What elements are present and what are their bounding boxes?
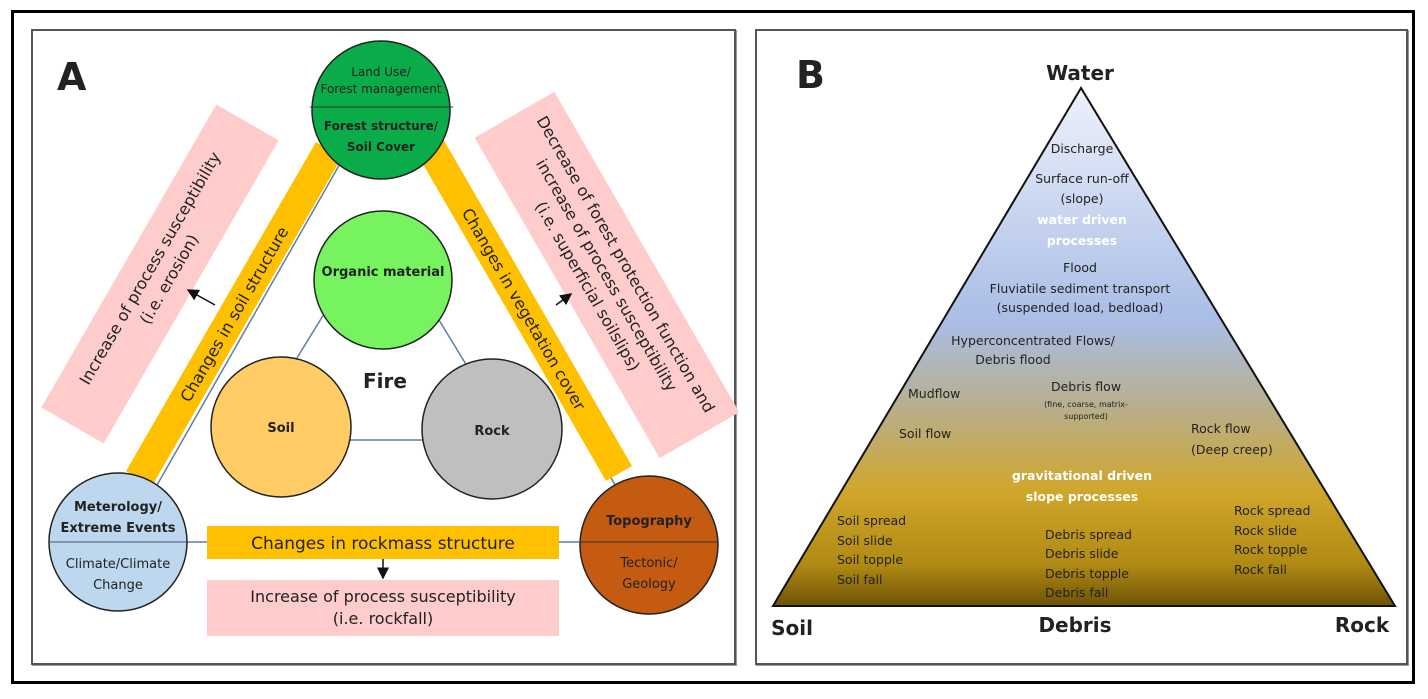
diagram-text: Forest structure/ (324, 119, 439, 133)
node-shape (313, 210, 453, 350)
diagram-text: Changes in rockmass structure (251, 534, 515, 554)
diagram-text: Tectonic/ (619, 556, 678, 571)
panel-b-diagram: B Water Soil Debris Rock Discharge Surfa… (771, 53, 1397, 640)
diagram-text: (slope) (1060, 191, 1103, 206)
box-shape (474, 91, 738, 459)
diagram-text: water driven (1037, 212, 1127, 227)
figure-frame (11, 10, 1415, 684)
panel-b: B Water Soil Debris Rock Discharge Surfa… (755, 29, 1408, 665)
diagram-text: (suspended load, bedload) (997, 300, 1164, 315)
panel-a-label: A (57, 55, 87, 99)
diagram-text: supported) (1064, 412, 1108, 421)
diagram-text: Geology (622, 577, 676, 592)
node-shape (579, 475, 719, 615)
diagram-text: Discharge (1051, 141, 1114, 156)
diagram-text: Soil topple (837, 552, 903, 567)
node-shape (311, 40, 451, 180)
box-shape (126, 141, 342, 487)
diagram-text: Rock (474, 424, 510, 439)
diagram-text: Soil flow (899, 426, 951, 441)
diagram-text: (fine, coarse, matrix- (1044, 400, 1128, 409)
bar-rockmass-structure: Changes in rockmass structure (207, 526, 559, 559)
node-shape (210, 356, 352, 498)
circle-organic-material: Organic material (313, 210, 453, 350)
diagram-text: Debris flood (975, 352, 1050, 367)
diagram-text: Debris flow (1051, 379, 1121, 394)
box-shape (41, 104, 279, 444)
box-shape (207, 526, 559, 559)
water-processes: Discharge Surface run-off (slope) water … (951, 141, 1170, 367)
soil-processes: Soil spread Soil slide Soil topple Soil … (837, 513, 906, 587)
diagram-text: Land Use/ (351, 65, 411, 79)
node-shape (421, 358, 563, 500)
diagram-text: Rock topple (1234, 542, 1308, 557)
panel-a-diagram: A Increase of process susceptibility (i.… (41, 40, 738, 636)
vertex-water: Water (1046, 61, 1114, 85)
diagram-text: Soil slide (837, 533, 893, 548)
diagram-text: Soil Cover (347, 140, 415, 154)
diagram-text: Hyperconcentrated Flows/ (951, 333, 1115, 348)
connector-organic-soil (291, 313, 325, 367)
process-pyramid (771, 86, 1397, 607)
circle-meteorology: Meterology/ Extreme Events Climate/Clima… (48, 472, 188, 612)
diagram-text: Soil spread (837, 513, 906, 528)
vertex-soil: Soil (771, 616, 813, 640)
diagram-text: Rock flow (1191, 421, 1251, 436)
diagram-text: Organic material (322, 265, 445, 280)
fire-label: Fire (363, 369, 407, 393)
diagram-text: Soil fall (837, 572, 883, 587)
diagram-text: Topography (606, 514, 692, 529)
rock-processes: Rock spread Rock slide Rock topple Rock … (1234, 503, 1310, 577)
diagram-text: Rock slide (1234, 523, 1297, 538)
circle-rock: Rock (421, 358, 563, 500)
transition-processes: Mudflow Debris flow (fine, coarse, matri… (899, 379, 1273, 457)
circle-forest: Land Use/ Forest management Forest struc… (310, 40, 453, 180)
box-shape (207, 580, 559, 636)
diagram-text: (i.e. rockfall) (333, 609, 433, 628)
diagram-text: processes (1047, 233, 1117, 248)
circle-soil: Soil (210, 356, 352, 498)
diagram-text: Extreme Events (61, 521, 176, 536)
arrow-to-soilslips (555, 293, 573, 306)
box-shape (416, 136, 632, 482)
gravity-processes: gravitational driven slope processes Soi… (837, 468, 1310, 600)
diagram-text: gravitational driven (1012, 468, 1152, 483)
diagram-text: Mudflow (908, 386, 960, 401)
diagram-text: Fluviatile sediment transport (990, 281, 1171, 296)
diagram-text: Forest management (320, 82, 441, 96)
circle-topography: Topography Tectonic/ Geology (579, 475, 719, 615)
diagram-text: Rock spread (1234, 503, 1310, 518)
diagram-text: Climate/Climate (66, 557, 170, 572)
panel-a: A Increase of process susceptibility (i.… (31, 29, 738, 665)
diagram-text: Change (93, 578, 143, 593)
arrow-to-erosion (186, 289, 216, 306)
diagram-text: Debris spread (1045, 527, 1132, 542)
diagram-text: Surface run-off (1035, 171, 1129, 186)
panel-b-label: B (796, 53, 825, 97)
diagram-text: (Deep creep) (1191, 442, 1273, 457)
diagram-text: slope processes (1026, 489, 1138, 504)
diagram-text: Debris slide (1045, 546, 1119, 561)
debris-processes: Debris spread Debris slide Debris topple… (1045, 527, 1132, 600)
effect-box-bottom: Increase of process susceptibility (i.e.… (207, 580, 559, 636)
diagram-text: Debris topple (1045, 566, 1129, 581)
diagram-text: Flood (1063, 260, 1097, 275)
diagram-text: Meterology/ (74, 500, 162, 515)
vertex-rock: Rock (1335, 613, 1390, 637)
diagram-text: Debris fall (1045, 585, 1108, 600)
diagram-text: Rock fall (1234, 562, 1287, 577)
diagram-text: Soil (267, 421, 294, 436)
connector-organic-rock (438, 319, 468, 367)
diagram-text: Increase of process susceptibility (250, 587, 515, 606)
vertex-debris: Debris (1038, 613, 1111, 637)
